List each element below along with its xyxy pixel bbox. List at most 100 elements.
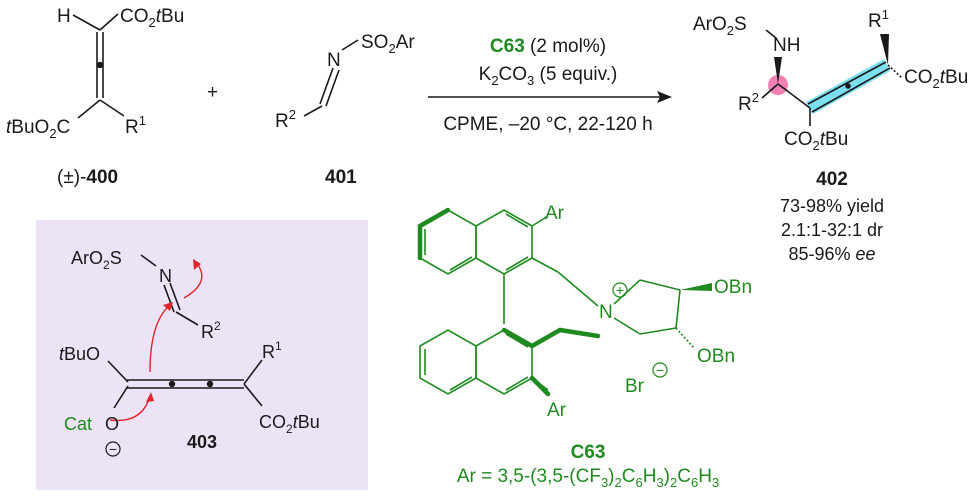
intermediate-403 — [107, 254, 263, 409]
bond — [243, 359, 263, 385]
bond — [303, 105, 323, 117]
arrowhead — [193, 259, 201, 270]
aryl-definition: Ar = 3,5-(3,5-(CF3)2C6H3)2C6H3 — [457, 466, 719, 490]
plus-sign: + — [207, 82, 218, 103]
bond — [505, 256, 529, 271]
tbuo-label: tBuO — [59, 344, 100, 364]
compound-401 — [303, 39, 359, 117]
charge-symbol: + — [616, 282, 624, 298]
compound-401-label: 401 — [325, 167, 357, 188]
bold-edge — [529, 375, 551, 397]
wedge-bond — [774, 57, 782, 84]
bond — [243, 383, 263, 407]
obn-label-top: OBn — [714, 277, 752, 298]
bond — [113, 385, 129, 409]
bond — [99, 99, 125, 117]
cat-label: Cat — [64, 414, 92, 434]
ester-label: CO2tBu — [259, 412, 320, 436]
positive-charge-icon — [612, 282, 628, 298]
ester-top-label: CO2tBu — [120, 6, 184, 30]
yield-text: 73-98% yield — [780, 196, 884, 216]
bold-edge — [529, 327, 563, 349]
compound-402 — [761, 29, 903, 126]
catalyst-condition: C63 (2 mol%) — [490, 36, 606, 57]
charge-symbol: − — [109, 441, 117, 457]
sulfonyl-label: ArO2S — [71, 248, 122, 272]
wedge-bond — [880, 34, 889, 65]
aryl-label-bottom: Ar — [547, 400, 567, 421]
bond — [175, 311, 199, 326]
bond — [163, 284, 175, 313]
bond — [531, 215, 549, 227]
ee-text: 85-96% ee — [788, 244, 875, 264]
solvent-temperature-time: CPME, –20 °C, 22-120 h — [443, 114, 652, 135]
bond — [341, 39, 359, 51]
bond — [675, 289, 681, 329]
r2-label: R2 — [738, 90, 759, 115]
hashed-bond — [887, 64, 903, 79]
bond — [761, 83, 779, 99]
ammonium-nitrogen-label: N — [599, 302, 613, 323]
hashed-bond — [675, 327, 695, 349]
bond — [639, 327, 677, 335]
allene-center-dot — [96, 61, 104, 69]
bond — [140, 254, 157, 267]
bond — [765, 29, 777, 39]
allene-center-dot — [206, 380, 214, 388]
bond — [505, 376, 529, 391]
bond — [107, 360, 129, 383]
catalyst-bold-edges — [417, 207, 601, 397]
bond — [449, 376, 473, 391]
charge-symbol: − — [656, 362, 664, 378]
bold-edge — [417, 207, 451, 229]
nitrogen-label: N — [327, 50, 341, 71]
arrowhead — [163, 302, 173, 311]
bold-edge — [557, 327, 601, 339]
intermediate-403-label: 403 — [187, 432, 217, 452]
arrowhead — [657, 91, 672, 103]
compound-400-label: (±)-400 — [57, 167, 118, 188]
negative-charge-icon — [105, 441, 121, 457]
bond — [811, 67, 891, 113]
bold-edge — [501, 327, 535, 349]
nh-label: NH — [773, 35, 800, 56]
bond — [325, 69, 340, 107]
bond — [99, 13, 119, 31]
bond — [613, 317, 641, 335]
bond — [505, 213, 529, 228]
bond — [77, 99, 101, 119]
r2-label: R2 — [275, 107, 296, 132]
bond — [531, 257, 559, 273]
bromide-label: Br — [625, 376, 645, 397]
bond — [777, 83, 811, 109]
allene-center-dot — [845, 83, 851, 89]
bond — [449, 256, 473, 271]
r1-label: R1 — [868, 7, 889, 32]
ring — [475, 209, 533, 275]
r1-label: R1 — [125, 113, 146, 138]
oxygen-label: O — [105, 414, 119, 434]
arrowhead — [146, 392, 154, 402]
catalyst-label: C63 — [571, 442, 606, 463]
bond — [505, 333, 529, 348]
bond — [639, 279, 681, 291]
r2-label: R2 — [201, 319, 221, 342]
negative-charge-icon — [652, 362, 668, 378]
ester-right-label: CO2tBu — [904, 67, 968, 91]
allene-center-dot — [168, 380, 176, 388]
bond — [557, 271, 599, 307]
so2ar-label: SO2Ar — [361, 32, 415, 56]
bond — [807, 61, 887, 105]
obn-label-bottom: OBn — [697, 346, 735, 367]
hydrogen-label: H — [57, 6, 71, 27]
r1-label: R1 — [262, 339, 282, 362]
nitrogen-label: N — [159, 266, 172, 286]
base-condition: K2CO3 (5 equiv.) — [479, 64, 618, 88]
ring — [419, 329, 477, 395]
catalyst-c63-structure — [419, 209, 695, 395]
bond — [169, 282, 181, 311]
electron-flow-arrow-attack — [149, 304, 171, 373]
ester-bottom-label: CO2tBu — [784, 129, 848, 153]
